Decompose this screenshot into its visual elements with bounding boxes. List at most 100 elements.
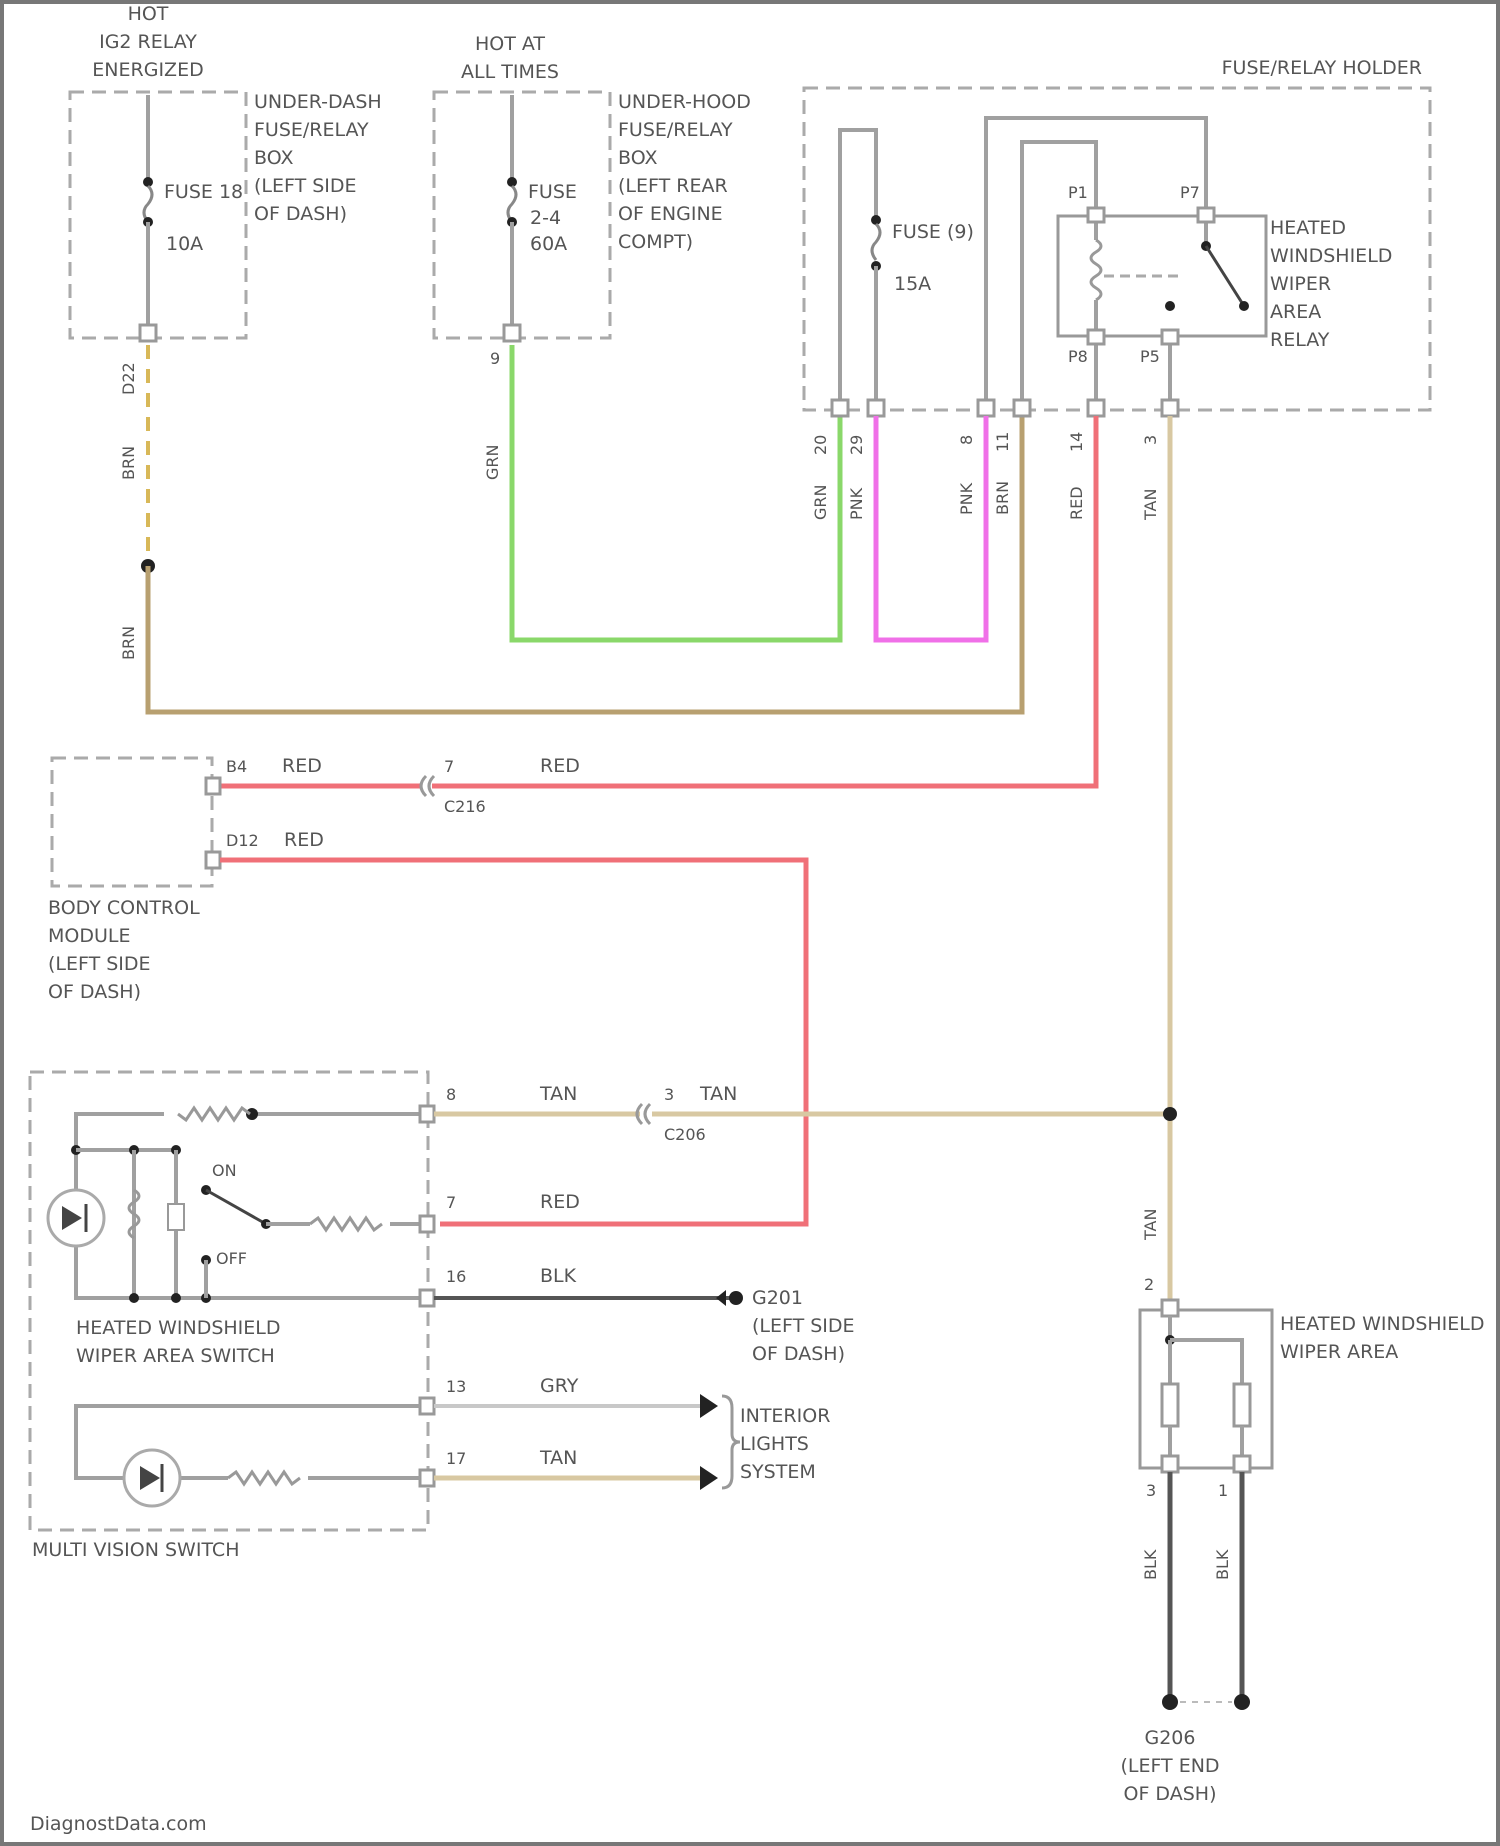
tan-splice-dot <box>1163 1107 1177 1121</box>
bcm-pin-d12-label: D12 <box>226 831 259 850</box>
switch-pin-16-label: 16 <box>446 1267 466 1286</box>
relay-terminal-1 <box>1088 208 1104 222</box>
switch-pin-16-color: BLK <box>540 1265 577 1287</box>
underhood-wire-color: GRN <box>483 445 502 480</box>
holder-wire-color-grn: GRN <box>811 485 830 520</box>
fuse-2-4-name: FUSE <box>528 181 577 203</box>
switch-pin-8 <box>420 1106 434 1122</box>
bcm-pin-b4-color: RED <box>282 755 322 777</box>
bcm-pin-b4-label: B4 <box>226 757 247 776</box>
multi-vision-switch-label: MULTI VISION SWITCH <box>32 1539 240 1561</box>
fuse-2-4 <box>507 95 517 330</box>
heater-in-color: TAN <box>1141 1209 1160 1241</box>
switch-pin-17 <box>420 1470 434 1486</box>
holder-pin-14: 14 <box>1067 432 1086 452</box>
relay-terminal-2 <box>1198 208 1214 222</box>
heater-out-color-1: BLK <box>1141 1549 1160 1580</box>
fuse-9 <box>840 130 881 400</box>
c216-color: RED <box>540 755 580 777</box>
holder-pin-11: 11 <box>993 432 1012 452</box>
switch-pin-7-label: 7 <box>446 1193 456 1212</box>
switch-pin-8-color: TAN <box>539 1083 577 1105</box>
c206-pin: 3 <box>664 1085 674 1104</box>
switch-pin-7-color: RED <box>540 1191 580 1213</box>
fuse-2-4-rating: 60A <box>530 233 567 255</box>
grn-wire <box>512 345 840 640</box>
mv-pin-17-label: 17 <box>446 1449 466 1468</box>
fuse-18-name: FUSE 18 <box>164 181 243 203</box>
relay-label: HEATEDWINDSHIELDWIPERAREARELAY <box>1270 217 1392 351</box>
switch-pin-7 <box>420 1216 434 1232</box>
c206-color: TAN <box>699 1083 737 1105</box>
underhood-fuse-box <box>434 92 610 338</box>
watermark: DiagnostData.com <box>30 1813 207 1835</box>
relay-terminal-3 <box>1088 330 1104 344</box>
switch-pin-8-label: 8 <box>446 1085 456 1104</box>
switch-on-label: ON <box>212 1161 237 1180</box>
heater-out-color-2: BLK <box>1213 1549 1232 1580</box>
mv-pin-17-color: TAN <box>539 1447 577 1469</box>
c206-label: C206 <box>664 1125 706 1144</box>
relay-pin-p5: P5 <box>1140 347 1160 366</box>
holder-bottom-connectors <box>832 400 1178 416</box>
relay-pin-p7: P7 <box>1180 183 1200 202</box>
holder-wire-color-pnk-1: PNK <box>847 487 866 520</box>
wiper-switch-circuit <box>71 1108 430 1303</box>
underhood-pin <box>504 325 520 341</box>
heater-out-pin-3: 3 <box>1146 1481 1156 1500</box>
c216-label: C216 <box>444 797 486 816</box>
pnk-wire <box>876 416 986 640</box>
fuse-18 <box>143 95 153 330</box>
multi-vision-lamp-icon <box>124 1450 180 1506</box>
indicator-lamp-icon <box>48 1190 104 1246</box>
heater-out-pin-1: 1 <box>1218 1481 1228 1500</box>
switch-off-label: OFF <box>216 1249 247 1268</box>
relay-coil <box>1091 216 1101 336</box>
heater-in-pin: 2 <box>1144 1275 1154 1294</box>
holder-wire-color-brn: BRN <box>993 481 1012 515</box>
underdash-wire-color-1: BRN <box>119 446 138 480</box>
tan-arrow-icon <box>700 1466 718 1490</box>
fuse-9-name: FUSE (9) <box>892 221 974 243</box>
interior-brace <box>722 1396 740 1488</box>
mv-pin-13-color: GRY <box>540 1375 579 1397</box>
holder-pin-20: 20 <box>811 435 830 455</box>
holder-pin-3: 3 <box>1141 435 1160 445</box>
underhood-pin-num: 9 <box>490 349 500 368</box>
fuse-relay-holder-label: FUSE/RELAY HOLDER <box>1222 57 1422 79</box>
brn-wire <box>148 410 1022 712</box>
holder-wire-color-tan: TAN <box>1141 489 1160 521</box>
gry-arrow-icon <box>700 1394 718 1418</box>
body-control-module <box>52 758 212 886</box>
underdash-pin <box>140 325 156 341</box>
holder-pin-29: 29 <box>847 435 866 455</box>
multi-vision-switch-box <box>30 1072 428 1530</box>
bcm-pin-d12-color: RED <box>284 829 324 851</box>
holder-wire-color-red: RED <box>1067 486 1086 520</box>
g206-ground-icon <box>1162 1694 1250 1710</box>
fuse-18-rating: 10A <box>166 233 203 255</box>
relay-pin-p8: P8 <box>1068 347 1088 366</box>
relay-pin-p1: P1 <box>1068 183 1088 202</box>
underdash-wire-pin: D22 <box>119 362 138 395</box>
switch-pin-13 <box>420 1398 434 1414</box>
relay-switch-contact <box>1165 216 1249 311</box>
fuse-2-4-num: 2-4 <box>530 207 561 229</box>
underdash-wire-color-2: BRN <box>119 626 138 660</box>
bcm-pin-d12 <box>206 852 220 868</box>
red-wire-b4 <box>432 416 1096 786</box>
red-wire-d12 <box>220 860 806 1224</box>
heater-element-circuit <box>1162 1300 1250 1472</box>
underdash-fuse-box <box>70 92 246 338</box>
